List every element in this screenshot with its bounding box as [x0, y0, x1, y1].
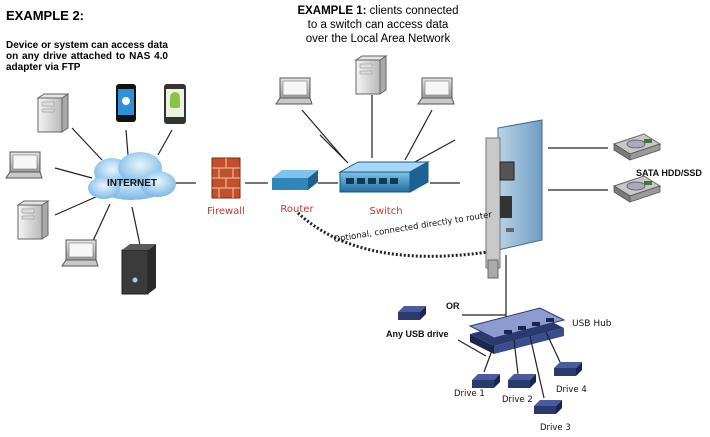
usb-drive-3-icon — [534, 400, 562, 414]
firewall-label: Firewall — [207, 206, 245, 217]
sata-label: SATA HDD/SSD — [636, 168, 702, 178]
firewall-icon — [211, 157, 241, 199]
usb-hub-label: USB Hub — [572, 319, 612, 329]
internet-links — [54, 127, 338, 246]
usb-drive-1-icon — [472, 374, 500, 388]
internet-label: INTERNET — [107, 178, 157, 189]
laptop-icon — [275, 77, 313, 105]
android-phone-icon — [164, 84, 186, 124]
example1-title-rest: clients connected — [366, 5, 459, 17]
switch-label: Switch — [369, 206, 402, 217]
usb-drive-icon — [398, 306, 426, 320]
usb-drive-2-icon — [508, 374, 536, 388]
example1-title: EXAMPLE 1: clients connected to a switch… — [268, 4, 488, 46]
any-usb-drive-label: Any USB drive — [386, 329, 449, 339]
tower-computer-icon — [17, 200, 49, 240]
card-links — [457, 147, 608, 357]
drive-4-label: Drive 4 — [556, 385, 587, 395]
server-tower-icon — [121, 244, 156, 295]
sata-drive-icon — [613, 175, 661, 203]
example1-line3: over the Local Area Network — [305, 33, 451, 45]
example1-title-bold: EXAMPLE 1: — [297, 5, 367, 17]
laptop-icon — [5, 151, 43, 179]
tower-computer-icon — [355, 55, 387, 95]
hub-links — [483, 331, 561, 399]
router-icon — [272, 170, 318, 190]
drive-2-label: Drive 2 — [502, 395, 533, 405]
network-switch-icon — [338, 161, 430, 193]
laptop-icon — [61, 239, 99, 267]
internet-cloud-icon — [88, 152, 176, 200]
drive-1-label: Drive 1 — [454, 389, 485, 399]
optional-label: Optional, connected directly to router — [333, 210, 493, 245]
example2-title: EXAMPLE 2: — [6, 8, 85, 23]
example1-line2: to a switch can access data — [307, 19, 449, 31]
or-label: OR — [446, 301, 460, 311]
tower-computer-icon — [37, 93, 69, 133]
switch-links — [301, 95, 460, 184]
iphone-icon — [116, 84, 136, 122]
example2-description: Device or system can access data on any … — [6, 40, 168, 73]
laptop-icon — [417, 77, 455, 105]
nas-adapter-card-icon — [485, 119, 543, 279]
usb-hub-icon — [468, 307, 566, 354]
router-label: Router — [280, 204, 314, 215]
drive-3-label: Drive 3 — [540, 423, 571, 433]
usb-drive-4-icon — [554, 362, 582, 376]
sata-drive-icon — [613, 133, 661, 161]
optional-connection-curve — [296, 211, 489, 258]
